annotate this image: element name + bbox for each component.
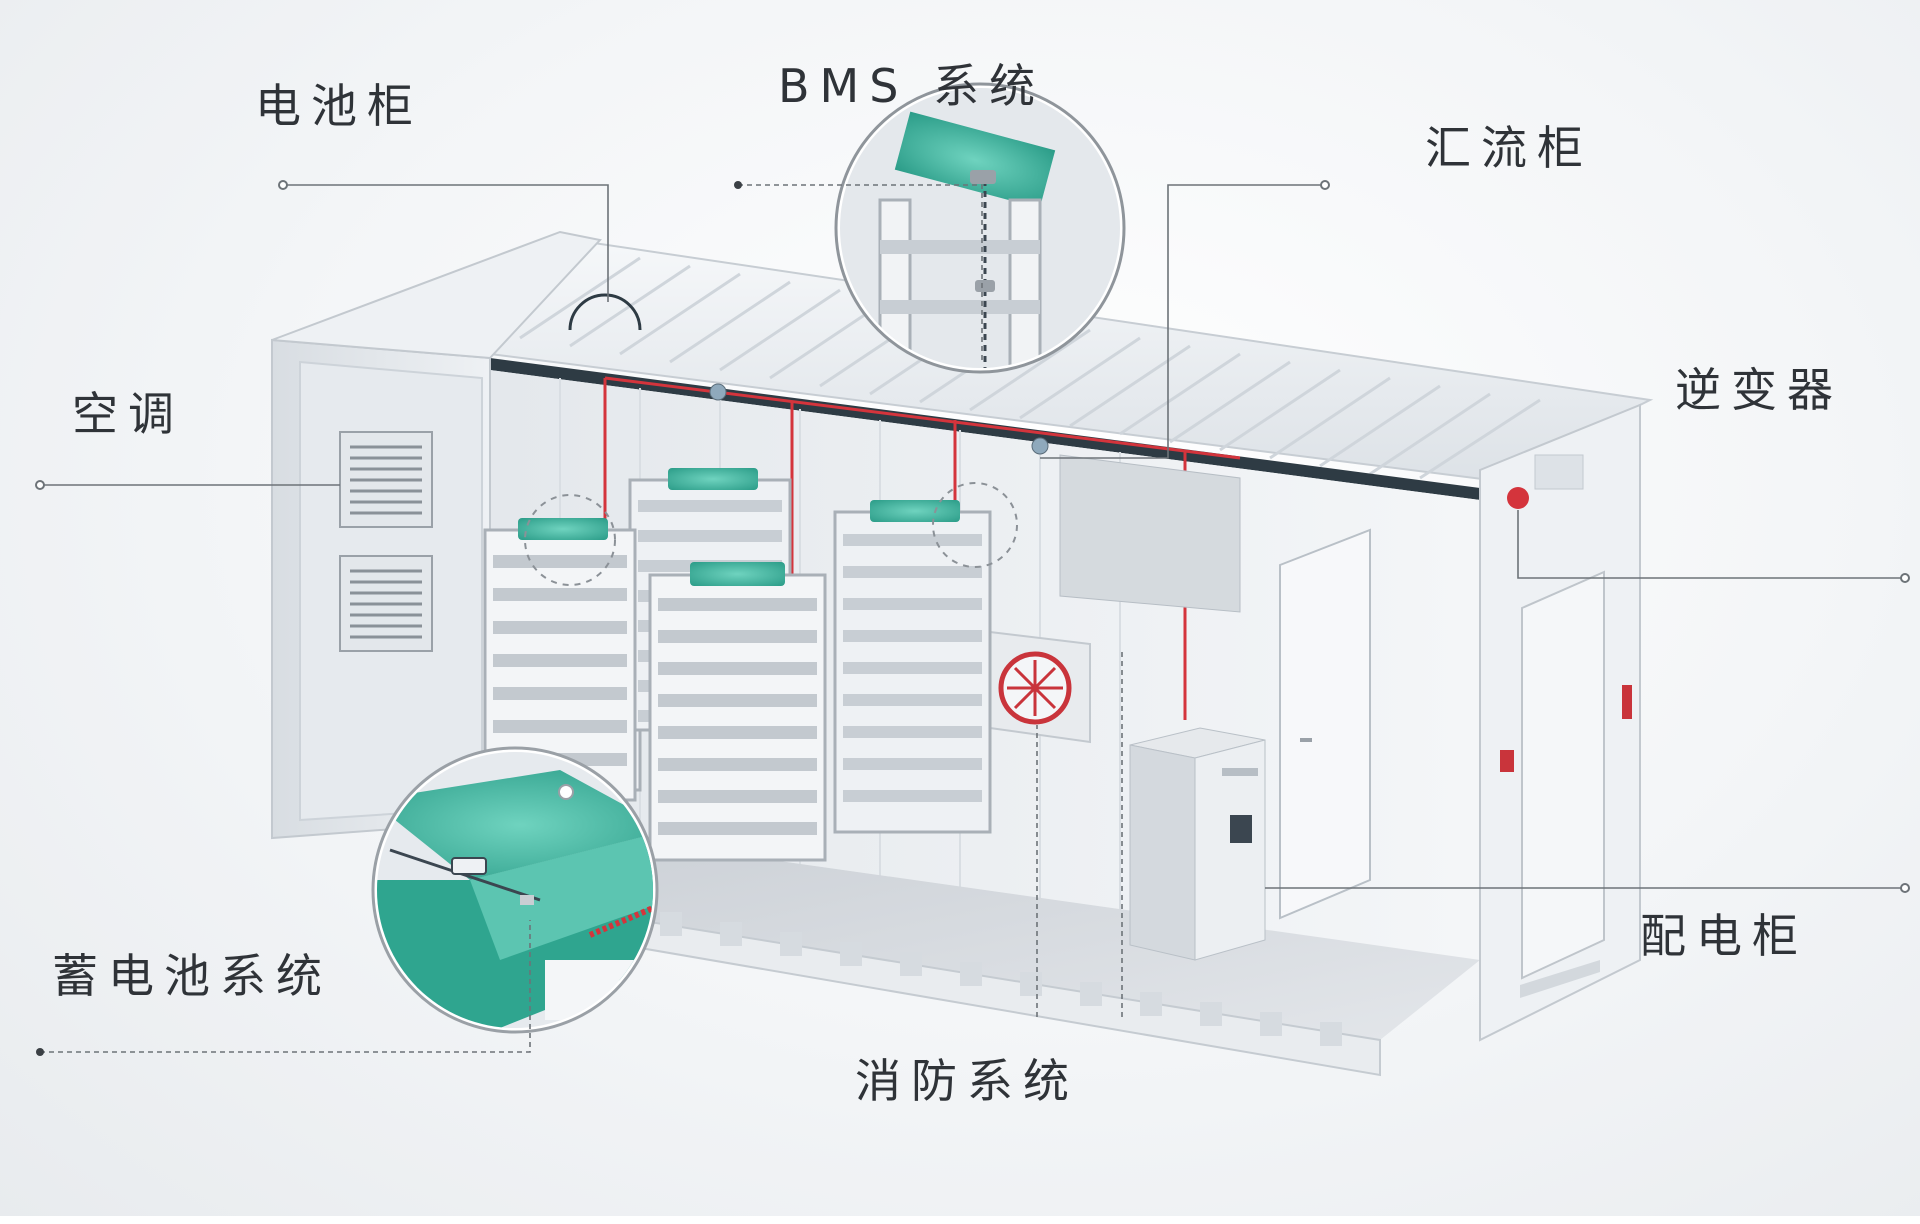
leader-lines [40, 184, 1905, 1053]
battery-rack [833, 500, 992, 834]
battery-racks [483, 468, 992, 862]
ac-unit [339, 431, 433, 652]
label-storage-battery-system: 蓄电池系统 [52, 949, 332, 1003]
smoke-detectors [709, 383, 1049, 455]
combiner-cabinet [1059, 454, 1241, 613]
distribution-cabinet [1129, 727, 1266, 961]
bottom-border [0, 1216, 1920, 1224]
label-distribution-cabinet: 配电柜 [1640, 909, 1808, 963]
label-battery-cabinet: 电池柜 [255, 79, 423, 133]
label-air-conditioner: 空调 [72, 387, 184, 441]
fire-alarm-light [1507, 487, 1529, 509]
battery-rack [648, 562, 827, 862]
alarm-box [1622, 685, 1632, 719]
bottom-corrugations [660, 912, 1342, 1046]
label-inverter: 逆变器 [1675, 363, 1843, 417]
bms-zoom-callout [834, 82, 1126, 374]
interior-door [1279, 528, 1371, 920]
fire-fan [989, 630, 1091, 744]
storage-zoom-callout [371, 746, 659, 1034]
leader-endpoints [35, 180, 1910, 1056]
label-combiner-cabinet: 汇流柜 [1425, 121, 1593, 175]
label-fire-protection-system: 消防系统 [855, 1054, 1079, 1108]
label-bms-system: BMS 系统 [778, 59, 1046, 113]
